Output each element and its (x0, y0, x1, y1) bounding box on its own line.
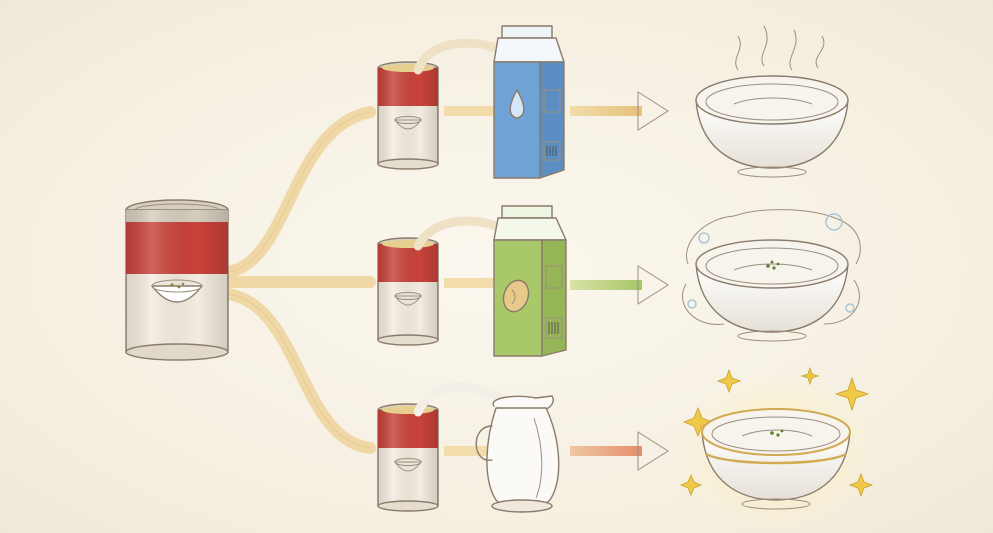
flow-paths (222, 106, 496, 456)
water-carton-icon (493, 25, 565, 179)
arrow-to-creamy-soup (570, 431, 669, 471)
arrow-to-plain-soup (570, 91, 669, 131)
soy-milk-carton-icon (493, 205, 567, 357)
small-soup-can-icon (377, 61, 439, 170)
plain-soup-bowl-icon (695, 25, 849, 178)
branch-water (377, 25, 849, 179)
creamy-soup-bowl-icon (676, 366, 876, 532)
branch-cream (377, 366, 876, 532)
garnished-soup-bowl-icon (681, 209, 861, 342)
cream-pitcher-icon (475, 395, 560, 513)
soup-can-icon (125, 199, 229, 361)
branch-soy-milk (377, 205, 861, 357)
arrow-to-garnished-soup (570, 265, 669, 305)
small-soup-can-icon (377, 403, 439, 512)
small-soup-can-icon (377, 237, 439, 346)
